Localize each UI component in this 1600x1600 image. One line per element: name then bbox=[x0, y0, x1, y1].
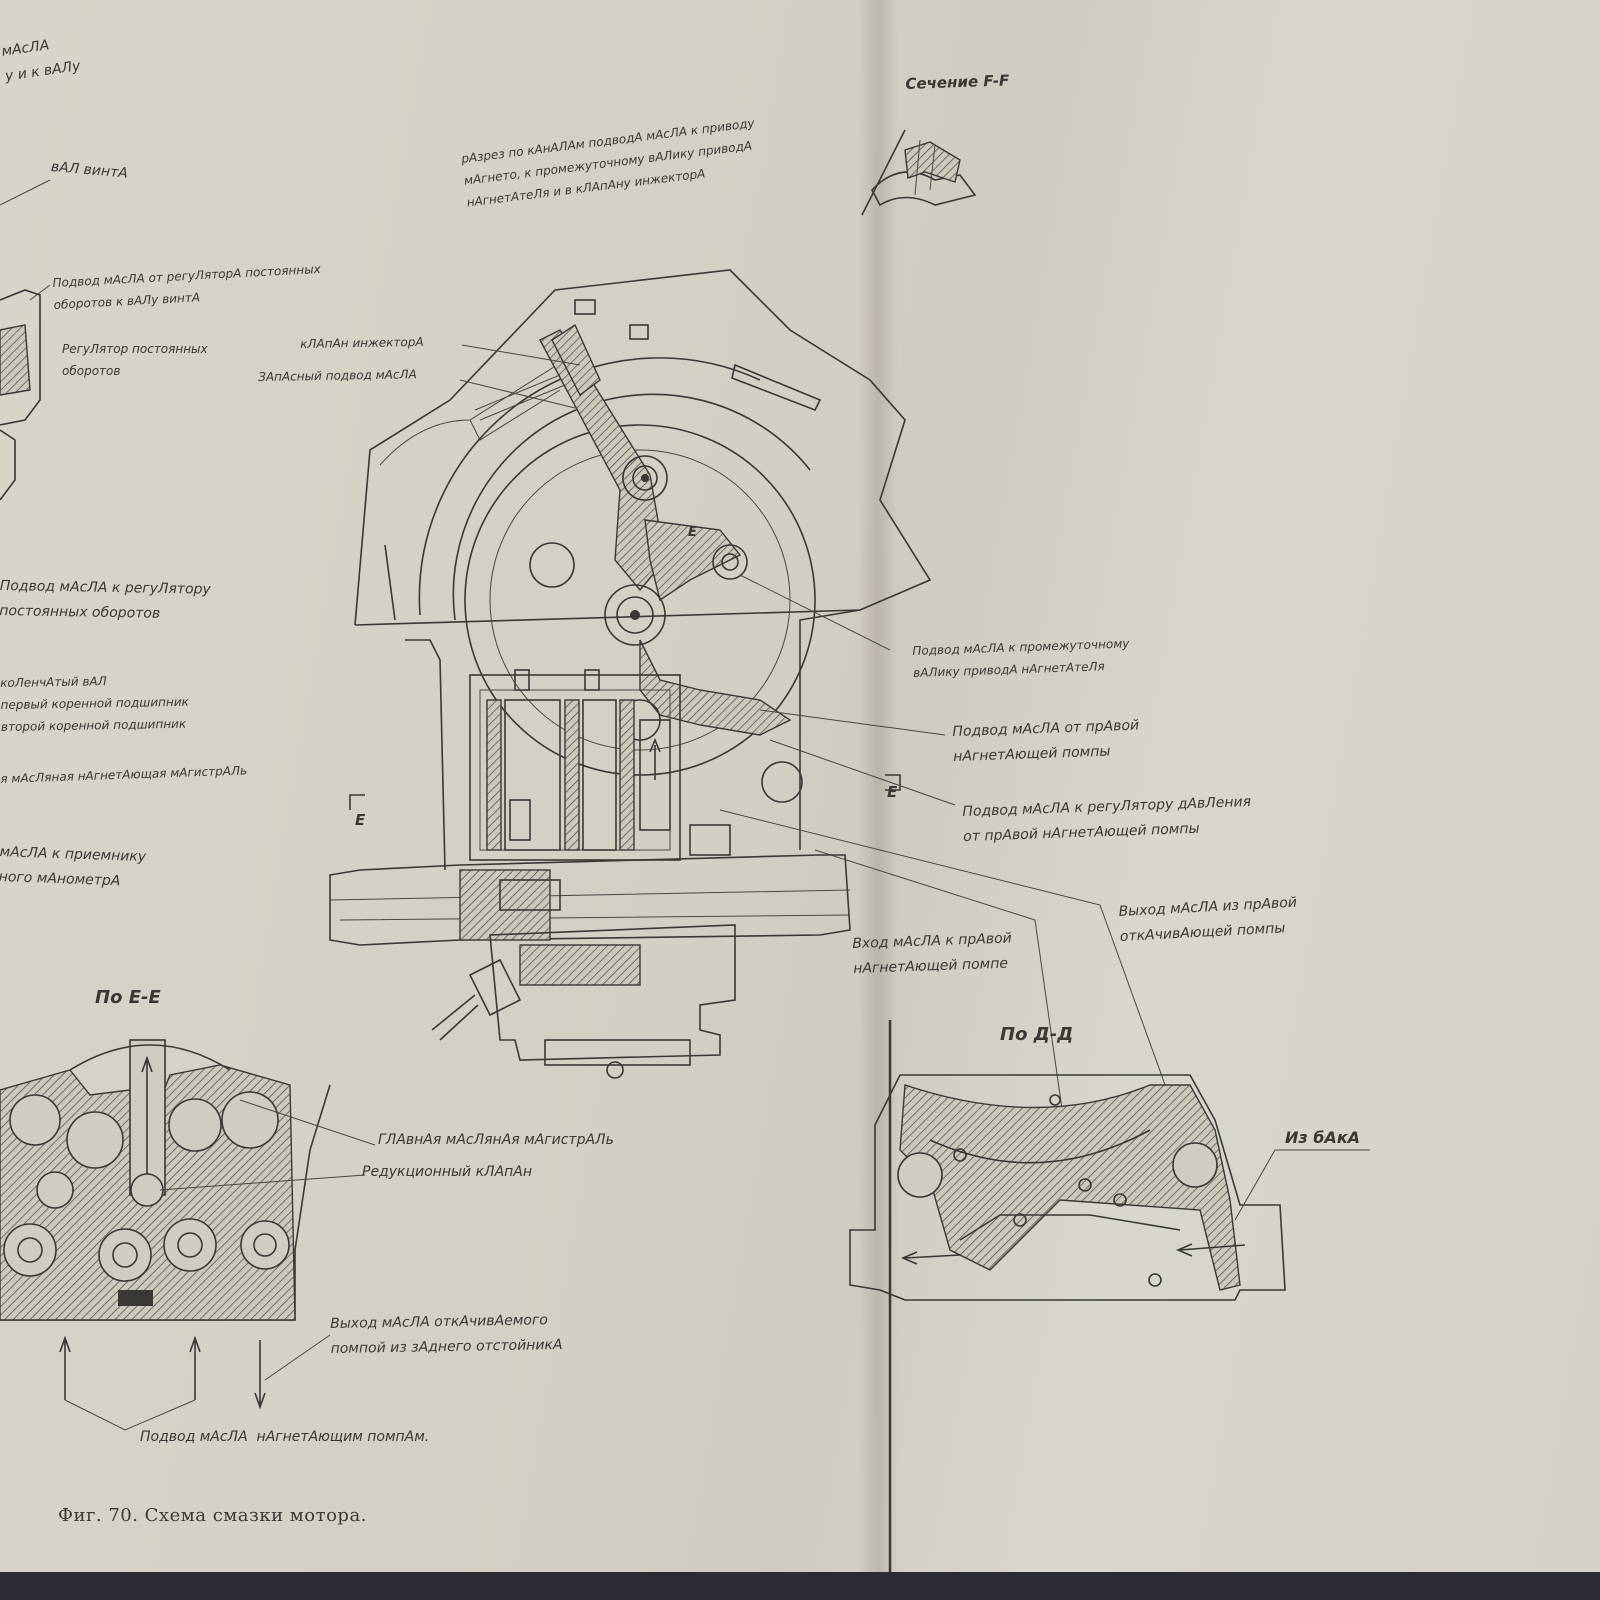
label-ot-pravoy: Подвод мАсЛА от прАвой нАгнетАющей помпы bbox=[952, 717, 1140, 765]
background-surface bbox=[0, 1572, 1600, 1600]
section-dd-sketch bbox=[849, 1020, 1370, 1572]
label-po-ee: По Е-Е bbox=[95, 987, 161, 1008]
label-vykhod-pravoy: Выход мАсЛА из прАвой откАчивАющей помпы bbox=[1118, 894, 1298, 945]
label-section-ff: Сечение F-F bbox=[905, 71, 1010, 93]
label-regulator-postoyannykh: РегуЛятор постоянных оборотов bbox=[62, 342, 208, 378]
label-iz-baka: Из бАкА bbox=[1285, 1128, 1361, 1147]
page-fold bbox=[858, 0, 898, 1572]
mark-e-left: Е bbox=[355, 811, 366, 829]
engine-cross-section bbox=[329, 269, 1186, 1141]
mark-e-center: Е bbox=[688, 525, 697, 540]
label-glavnaya: ГЛАвнАя мАсЛянАя мАгистрАЛь bbox=[378, 1132, 614, 1148]
label-kolenchatyy-val: коЛенчАтый вАЛ первый коренной подшипник… bbox=[0, 674, 189, 734]
label-k-priemniku: мАсЛА к приемнику ного мАнометрА bbox=[0, 843, 147, 890]
section-ee-sketch bbox=[0, 1039, 376, 1431]
label-redukcionnyy: Редукционный кЛАпАн bbox=[362, 1164, 533, 1180]
left-edge-sketch bbox=[0, 179, 51, 501]
label-podvod-k-regulatoru: Подвод мАсЛА к регуЛятору постоянных обо… bbox=[0, 577, 211, 622]
label-regulator-davleniya: Подвод мАсЛА к регуЛятору дАвЛения от пр… bbox=[962, 793, 1252, 845]
label-vkhod-pravoy: Вход мАсЛА к прАвой нАгнетАющей помпе bbox=[852, 930, 1013, 977]
label-po-dd: По Д-Д bbox=[1000, 1024, 1074, 1045]
label-vykhod-zadnego: Выход мАсЛА откАчивАемого помпой из зАдн… bbox=[330, 1312, 563, 1357]
section-ff-sketch bbox=[861, 129, 977, 216]
label-top-left: мАсЛА у и к вАЛу bbox=[0, 37, 82, 85]
mark-e-right: Е bbox=[887, 783, 898, 801]
label-podvod-nagnetayushchim: Подвод мАсЛА нАгнетАющим помпАм. bbox=[140, 1429, 430, 1445]
label-zapasnoy-podvod: ЗАпАсный подвод мАсЛА bbox=[258, 367, 417, 384]
figure-caption: Фиг. 70. Схема смазки мотора. bbox=[58, 1505, 367, 1526]
label-klapan-inzhektora: кЛАпАн инжекторА bbox=[300, 334, 424, 351]
label-promezhutochnomu: Подвод мАсЛА к промежуточному вАЛику при… bbox=[912, 636, 1130, 680]
